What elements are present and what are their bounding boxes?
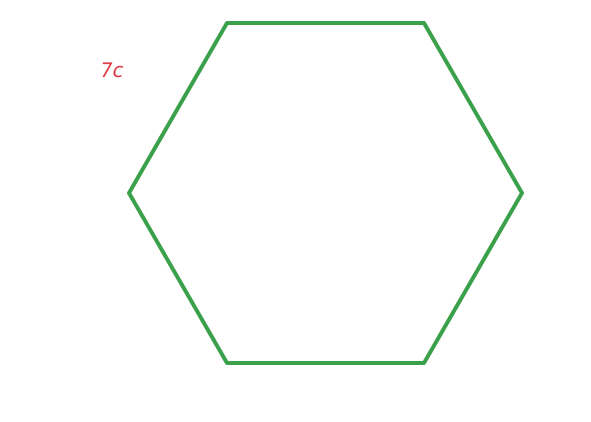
handwritten-annotation: 7c — [97, 58, 126, 82]
hexagon-outline — [127, 21, 524, 365]
